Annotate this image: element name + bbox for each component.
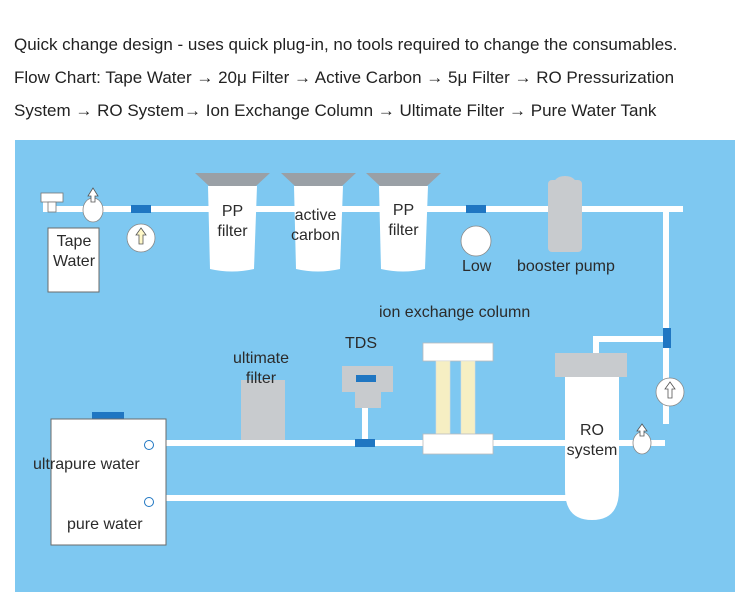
- ultimate-filter: [241, 380, 285, 440]
- ion-exchange-column: [422, 342, 494, 455]
- pp-filter-1-label-line-1: PP: [221, 203, 244, 220]
- tape-water-label: Tape Water: [49, 232, 99, 272]
- ro-system-label: RO system: [560, 421, 624, 461]
- ro-system: [555, 353, 627, 520]
- ro-outlet-valve: [632, 423, 652, 455]
- bottom-pipe: [165, 495, 595, 501]
- pressure-valve-1: [126, 223, 156, 253]
- tap-icon: [40, 192, 64, 203]
- ro-system-label-line-2: system: [566, 442, 618, 459]
- ultimate-filter-label: ultimate filter: [221, 349, 301, 389]
- ro-inlet-pipe: [593, 336, 669, 342]
- pp-filter-1-label-line-2: filter: [217, 223, 248, 240]
- pp-filter-2-label-line-1: PP: [392, 202, 415, 219]
- connector-4: [355, 439, 375, 447]
- ultrapure-water-label: ultrapure water: [33, 456, 140, 473]
- tds-meter: [342, 366, 393, 408]
- tds-label: TDS: [345, 335, 377, 352]
- booster-pump: [548, 175, 582, 252]
- low-label: Low: [462, 258, 492, 275]
- pp-filter-2-label: PP filter: [379, 201, 428, 241]
- intro-line-3: System → RO System→ Ion Exchange Column …: [14, 101, 657, 120]
- active-carbon-label-line-2: carbon: [291, 227, 340, 244]
- right-pipe: [663, 206, 669, 424]
- active-carbon-label: active carbon: [282, 206, 349, 246]
- ultimate-filter-label-line-1: ultimate: [232, 350, 290, 367]
- ro-system-label-line-1: RO: [580, 422, 604, 439]
- middle-pipe: [165, 440, 665, 446]
- booster-pump-label: booster pump: [517, 258, 615, 275]
- connector-1: [131, 205, 151, 213]
- tap-spout: [47, 201, 57, 213]
- inlet-valve: [82, 187, 104, 223]
- intro-line-2: Flow Chart: Tape Water → 20μ Filter → Ac…: [14, 68, 675, 87]
- tape-water-box: [47, 227, 100, 293]
- diagram-canvas: [15, 140, 735, 592]
- pressure-valve-2: [655, 377, 685, 407]
- pp-filter-2: [366, 173, 441, 272]
- ultimate-filter-label-line-2: filter: [245, 370, 277, 387]
- pure-water-tank: [50, 418, 167, 546]
- low-pressure-switch: [460, 225, 492, 257]
- pp-filter-1-label: PP filter: [208, 202, 257, 242]
- active-carbon-filter: [281, 173, 356, 272]
- connector-2: [466, 205, 486, 213]
- tank-connector: [92, 412, 124, 420]
- tds-pipe: [362, 408, 368, 444]
- tap-pipe: [43, 196, 49, 212]
- tape-water-label-line-1: Tape: [56, 233, 92, 250]
- tape-water-label-line-2: Water: [52, 253, 96, 270]
- ion-exchange-column-label: ion exchange column: [379, 304, 531, 321]
- pipes: [43, 196, 683, 501]
- connectors: [92, 205, 671, 447]
- ro-inlet-drop: [593, 336, 599, 356]
- connector-3: [663, 328, 671, 348]
- pp-filter-2-label-line-2: filter: [388, 222, 419, 239]
- flow-diagram: Tape Water PP filter active carbon PP fi…: [15, 140, 735, 592]
- intro-line-1: Quick change design - uses quick plug-in…: [14, 35, 678, 54]
- active-carbon-label-line-1: active: [294, 207, 337, 224]
- pp-filter-1: [195, 173, 270, 272]
- top-pipe: [43, 206, 683, 212]
- pure-water-label: pure water: [67, 516, 143, 533]
